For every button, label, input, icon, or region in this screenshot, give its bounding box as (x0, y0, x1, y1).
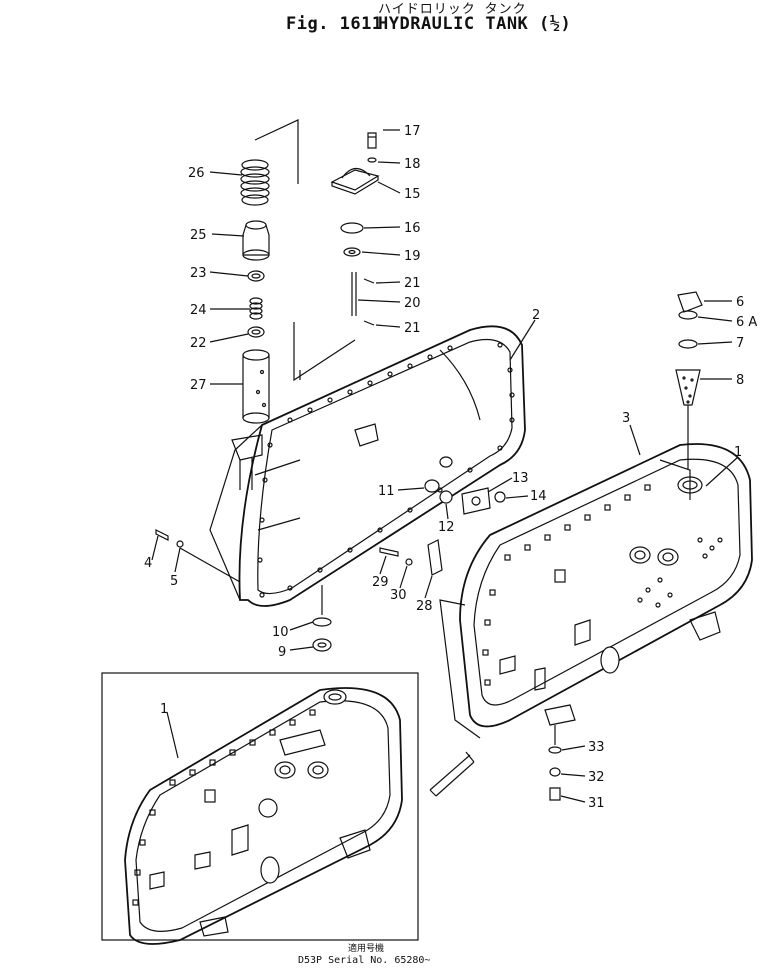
callout-29: 29 (372, 575, 389, 590)
callout-25: 25 (190, 228, 207, 243)
right-tank-bolt-holes (482, 484, 651, 686)
callout-23: 23 (190, 266, 207, 281)
callout-20: 20 (404, 296, 421, 311)
callout-8: 8 (736, 373, 744, 388)
callout-labels: 17 18 15 16 19 21 20 21 26 25 23 24 22 2… (144, 124, 757, 811)
serial-number-note: D53P Serial No. 65280~ (298, 955, 431, 966)
japanese-title: ハイドロリック タンク (378, 2, 527, 17)
callout-22: 22 (190, 336, 207, 351)
callout-15: 15 (404, 187, 421, 202)
callout-21-top: 21 (404, 276, 421, 291)
callout-2: 2 (532, 308, 540, 323)
callout-13: 13 (512, 471, 529, 486)
callout-31: 31 (588, 796, 605, 811)
callout-18: 18 (404, 157, 421, 172)
callout-5: 5 (170, 574, 178, 589)
callout-19: 19 (404, 249, 421, 264)
callout-21-bottom: 21 (404, 321, 421, 336)
callout-7: 7 (736, 336, 744, 351)
callout-32: 32 (588, 770, 605, 785)
callout-14: 14 (530, 489, 547, 504)
right-tank-ports (637, 537, 723, 608)
inset-bolt-holes (132, 709, 316, 906)
callout-12: 12 (438, 520, 455, 535)
callout-11: 11 (378, 484, 395, 499)
callout-17: 17 (404, 124, 421, 139)
callout-4: 4 (144, 556, 152, 571)
left-tank-bolt-holes (257, 342, 515, 598)
tank-half-right (439, 443, 753, 739)
callout-6a: 6 A (736, 315, 757, 330)
callout-1-inset: 1 (160, 702, 168, 717)
callout-16: 16 (404, 221, 421, 236)
fittings (155, 456, 562, 801)
callout-1: 1 (734, 445, 742, 460)
applicable-machine-label: 適用号機 (348, 944, 385, 954)
callout-24: 24 (190, 303, 207, 318)
callout-9: 9 (278, 645, 286, 660)
callout-28: 28 (416, 599, 433, 614)
callout-33: 33 (588, 740, 605, 755)
callout-3: 3 (622, 411, 630, 426)
cap-assembly (675, 291, 703, 470)
leader-lines (151, 129, 739, 803)
tank-assembled-inset (124, 687, 403, 945)
diagram-title: HYDRAULIC TANK (½) (378, 14, 572, 34)
callout-6: 6 (736, 295, 744, 310)
cover-assembly (330, 132, 380, 326)
callout-10: 10 (272, 625, 289, 640)
callout-26: 26 (188, 166, 205, 181)
callout-30: 30 (390, 588, 407, 603)
tank-half-left (209, 325, 526, 607)
figure-number: Fig. 1611 (286, 14, 383, 34)
callout-27: 27 (190, 378, 207, 393)
inset-frame (101, 672, 419, 941)
filter-assembly (240, 119, 356, 424)
